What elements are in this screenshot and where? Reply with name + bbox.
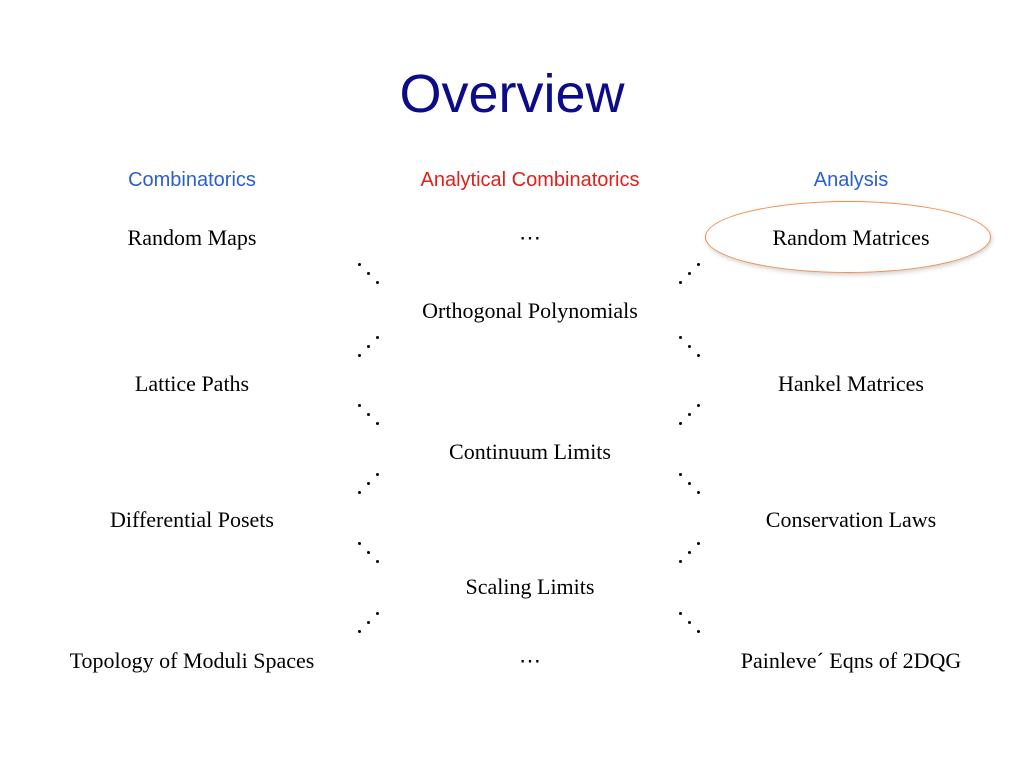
dot: [358, 542, 361, 545]
diagonal-dots-connector: [677, 401, 703, 431]
left-item-differential-posets: Differential Posets: [110, 507, 274, 532]
right-item-conservation-laws: Conservation Laws: [765, 507, 937, 532]
header-analysis: Analysis: [813, 169, 889, 191]
header-combinatorics: Combinatorics: [128, 169, 256, 191]
left-item-random-maps: Random Maps: [127, 225, 257, 250]
dot: [679, 422, 682, 425]
left-item-lattice-paths: Lattice Paths: [134, 371, 250, 396]
diagonal-dots-connector: [356, 333, 382, 363]
dot: [697, 630, 700, 633]
dot: [688, 621, 691, 624]
dot: [688, 551, 691, 554]
diagonal-dots-connector: [356, 609, 382, 639]
dot: [688, 482, 691, 485]
right-item-hankel-matrices: Hankel Matrices: [778, 371, 924, 396]
dot: [679, 281, 682, 284]
dot: [376, 612, 379, 615]
dot: [358, 354, 361, 357]
diagonal-dots-connector: [677, 333, 703, 363]
diagonal-dots-connector: [677, 539, 703, 569]
dot: [679, 560, 682, 563]
dot: [367, 621, 370, 624]
dot: [367, 551, 370, 554]
middle-item-orthogonal-polynomials: Orthogonal Polynomials: [422, 298, 638, 323]
dot: [688, 413, 691, 416]
dot: [376, 473, 379, 476]
middle-item-ellipsis-bottom: ⋯: [519, 648, 541, 673]
middle-item-continuum-limits: Continuum Limits: [449, 439, 611, 464]
dot: [367, 413, 370, 416]
highlight-ellipse: [705, 201, 991, 273]
diagonal-dots-connector: [356, 539, 382, 569]
diagonal-dots-connector: [677, 609, 703, 639]
dot: [688, 272, 691, 275]
dot: [679, 473, 682, 476]
dot: [358, 630, 361, 633]
dot: [697, 491, 700, 494]
dot: [358, 404, 361, 407]
diagonal-dots-connector: [356, 401, 382, 431]
dot: [376, 422, 379, 425]
dot: [697, 404, 700, 407]
dot: [376, 281, 379, 284]
dot: [697, 263, 700, 266]
right-item-random-matrices: Random Matrices: [772, 225, 930, 250]
dot: [679, 612, 682, 615]
dot: [358, 491, 361, 494]
dot: [367, 345, 370, 348]
dot: [679, 336, 682, 339]
dot: [376, 336, 379, 339]
dot: [688, 345, 691, 348]
left-item-topology-moduli: Topology of Moduli Spaces: [69, 648, 315, 673]
diagonal-dots-connector: [356, 260, 382, 290]
dot: [376, 560, 379, 563]
slide-title: Overview: [399, 64, 625, 124]
dot: [697, 542, 700, 545]
dot: [367, 482, 370, 485]
right-item-painleve: Painleve´ Eqns of 2DQG: [740, 648, 962, 673]
diagonal-dots-connector: [677, 260, 703, 290]
middle-item-scaling-limits: Scaling Limits: [465, 574, 595, 599]
diagonal-dots-connector: [356, 470, 382, 500]
dot: [358, 263, 361, 266]
diagonal-dots-connector: [677, 470, 703, 500]
dot: [697, 354, 700, 357]
header-analytical-combinatorics: Analytical Combinatorics: [420, 169, 640, 191]
middle-item-ellipsis-top: ⋯: [519, 225, 541, 250]
dot: [367, 272, 370, 275]
